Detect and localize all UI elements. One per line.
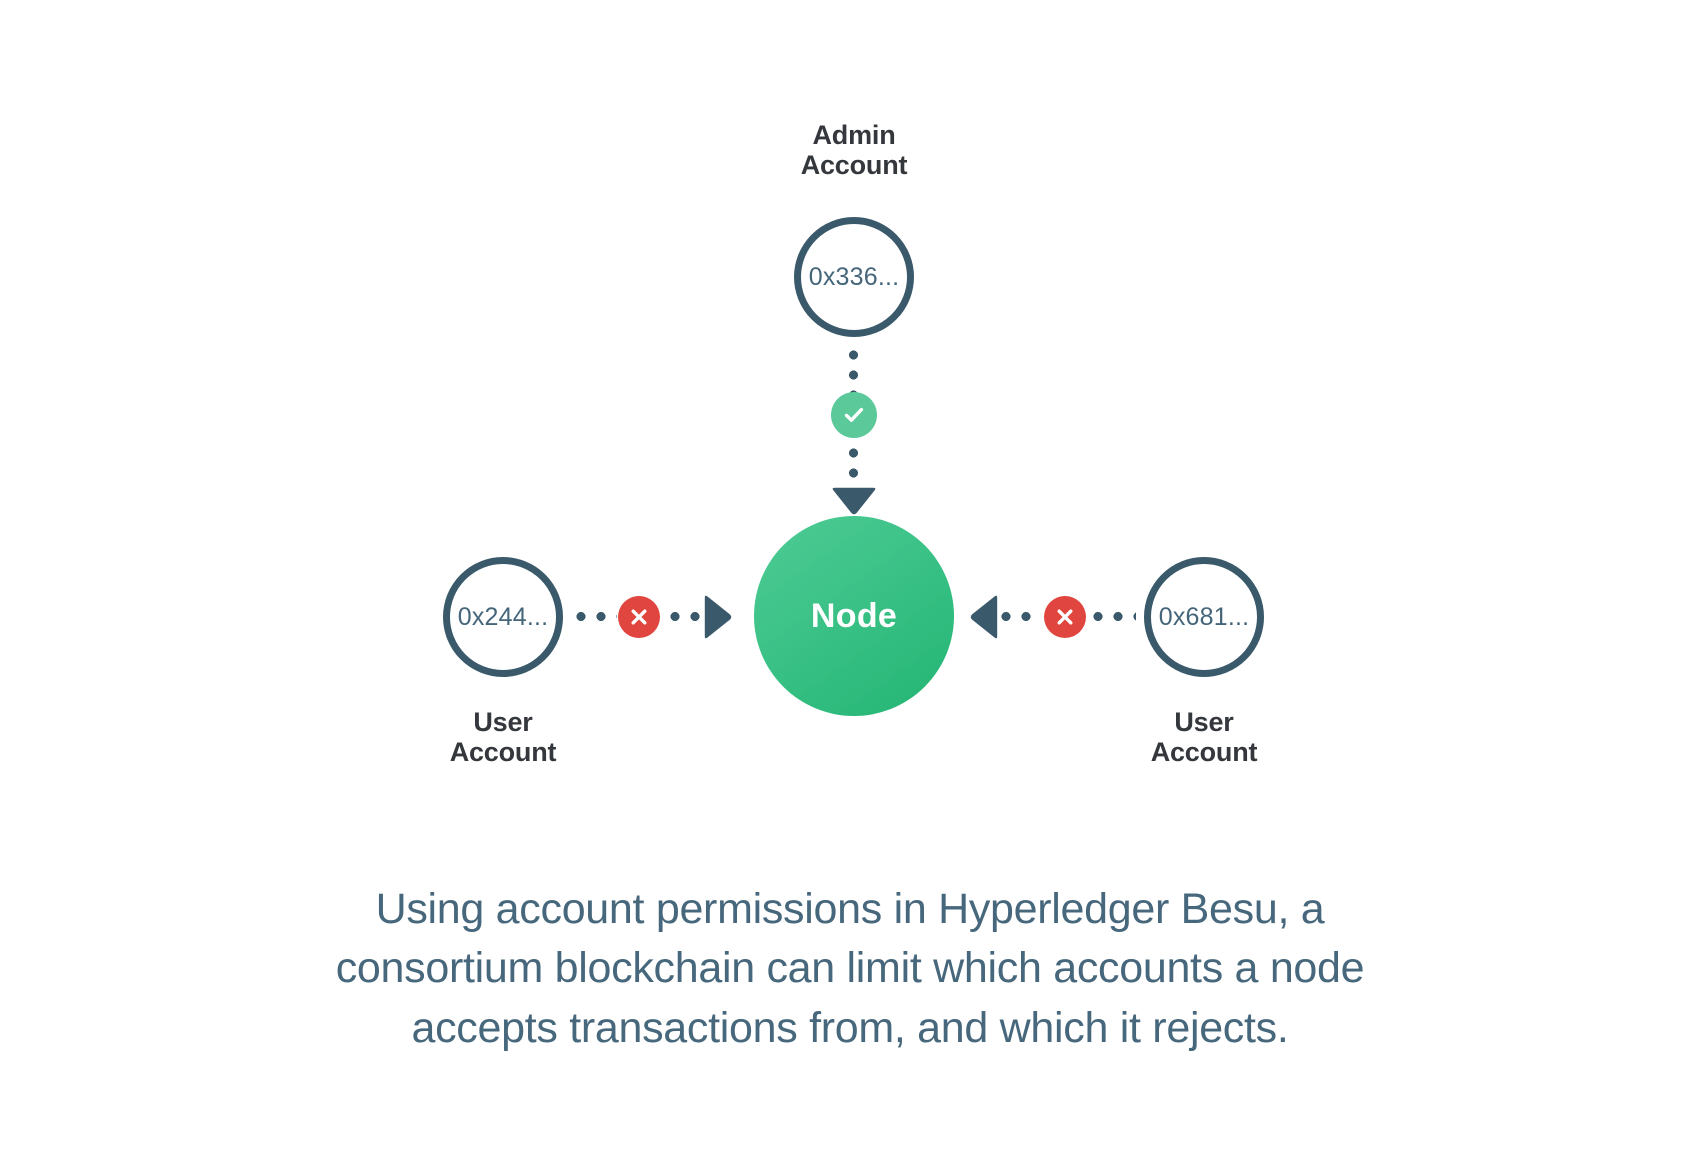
user-account-address-left: 0x244... xyxy=(457,602,549,631)
right-connector-dots-inner xyxy=(1088,612,1136,621)
caption-line-3: accepts transactions from, and which it … xyxy=(411,1003,1289,1052)
user-account-circle-left[interactable]: 0x244... xyxy=(443,557,563,677)
allow-check-badge[interactable] xyxy=(831,392,877,438)
node-label: Node xyxy=(810,596,898,635)
admin-account-address: 0x336... xyxy=(808,262,900,291)
left-connector-dots-inner xyxy=(571,612,617,621)
x-icon xyxy=(631,609,647,625)
admin-account-label: Admin Account xyxy=(800,120,908,181)
user-account-label-left: User Account xyxy=(449,707,557,768)
admin-connector-dots-upper xyxy=(849,345,858,393)
user-account-label-right: User Account xyxy=(1150,707,1258,768)
left-connector-dots-outer xyxy=(665,612,707,621)
permissions-diagram: Admin Account 0x336... Node 0x244... Use… xyxy=(443,120,1264,768)
deny-x-badge-left[interactable] xyxy=(618,596,660,638)
blockchain-node-circle[interactable]: Node xyxy=(754,516,954,716)
admin-connector-dots-lower xyxy=(849,443,858,491)
user-account-circle-right[interactable]: 0x681... xyxy=(1144,557,1264,677)
deny-x-badge-right[interactable] xyxy=(1044,596,1086,638)
x-icon xyxy=(1057,609,1073,625)
caption-line-1: Using account permissions in Hyperledger… xyxy=(375,885,1325,933)
arrow-down-icon xyxy=(832,487,876,515)
caption: Using account permissions in Hyperledger… xyxy=(230,880,1470,1058)
caption-line-2: consortium blockchain can limit which ac… xyxy=(335,944,1365,993)
right-connector-dots-outer xyxy=(996,612,1040,621)
admin-account-circle[interactable]: 0x336... xyxy=(794,217,914,337)
user-account-address-right: 0x681... xyxy=(1158,602,1250,631)
arrow-right-icon xyxy=(704,595,732,639)
check-icon xyxy=(844,407,864,422)
arrow-left-icon xyxy=(970,595,998,639)
